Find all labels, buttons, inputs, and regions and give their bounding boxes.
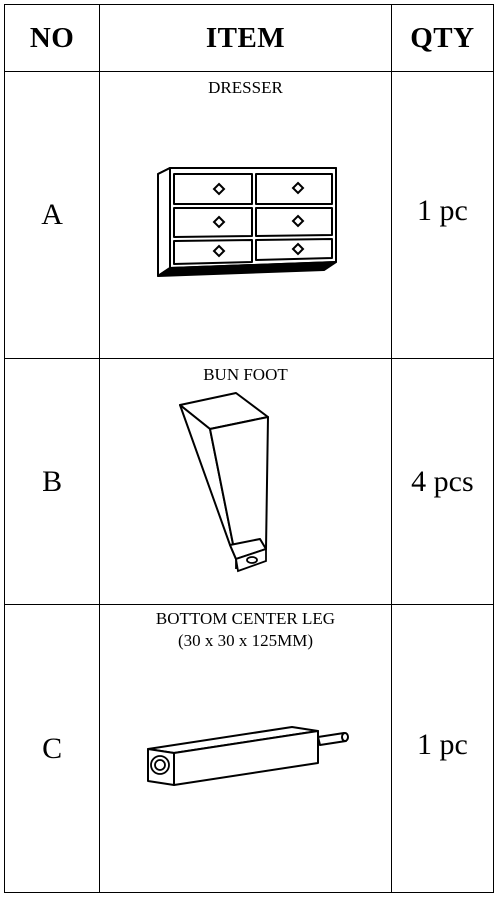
item-name: DRESSER — [208, 78, 283, 98]
table-row: A DRESSER — [3, 71, 495, 359]
quantity: 1 pc — [390, 71, 495, 359]
table-row: C BOTTOM CENTER LEG (30 x 30 x 125MM) — [3, 604, 495, 893]
header-no: NO — [3, 3, 101, 73]
table-row: B BUN FOOT — [3, 357, 495, 606]
item-cell: BUN FOOT — [99, 357, 392, 606]
item-name: BOTTOM CENTER LEG — [155, 609, 336, 629]
bun-foot-illustration — [179, 391, 270, 572]
center-leg-illustration — [147, 726, 350, 787]
header-row: NO ITEM QTY — [3, 3, 495, 73]
header-item: ITEM — [99, 3, 392, 73]
item-cell: BOTTOM CENTER LEG (30 x 30 x 125MM) — [99, 604, 392, 893]
quantity: 4 pcs — [390, 357, 495, 606]
row-number: C — [3, 604, 101, 893]
header-qty: QTY — [390, 3, 495, 73]
quantity: 1 pc — [390, 604, 495, 893]
item-cell: DRESSER — [99, 71, 392, 359]
dresser-illustration — [157, 167, 338, 278]
parts-list-table: NO ITEM QTY A DRESSER — [3, 3, 495, 893]
row-number: B — [3, 357, 101, 606]
row-number: A — [3, 71, 101, 359]
item-dimensions: (30 x 30 x 125MM) — [177, 631, 314, 651]
item-name: BUN FOOT — [203, 364, 288, 384]
